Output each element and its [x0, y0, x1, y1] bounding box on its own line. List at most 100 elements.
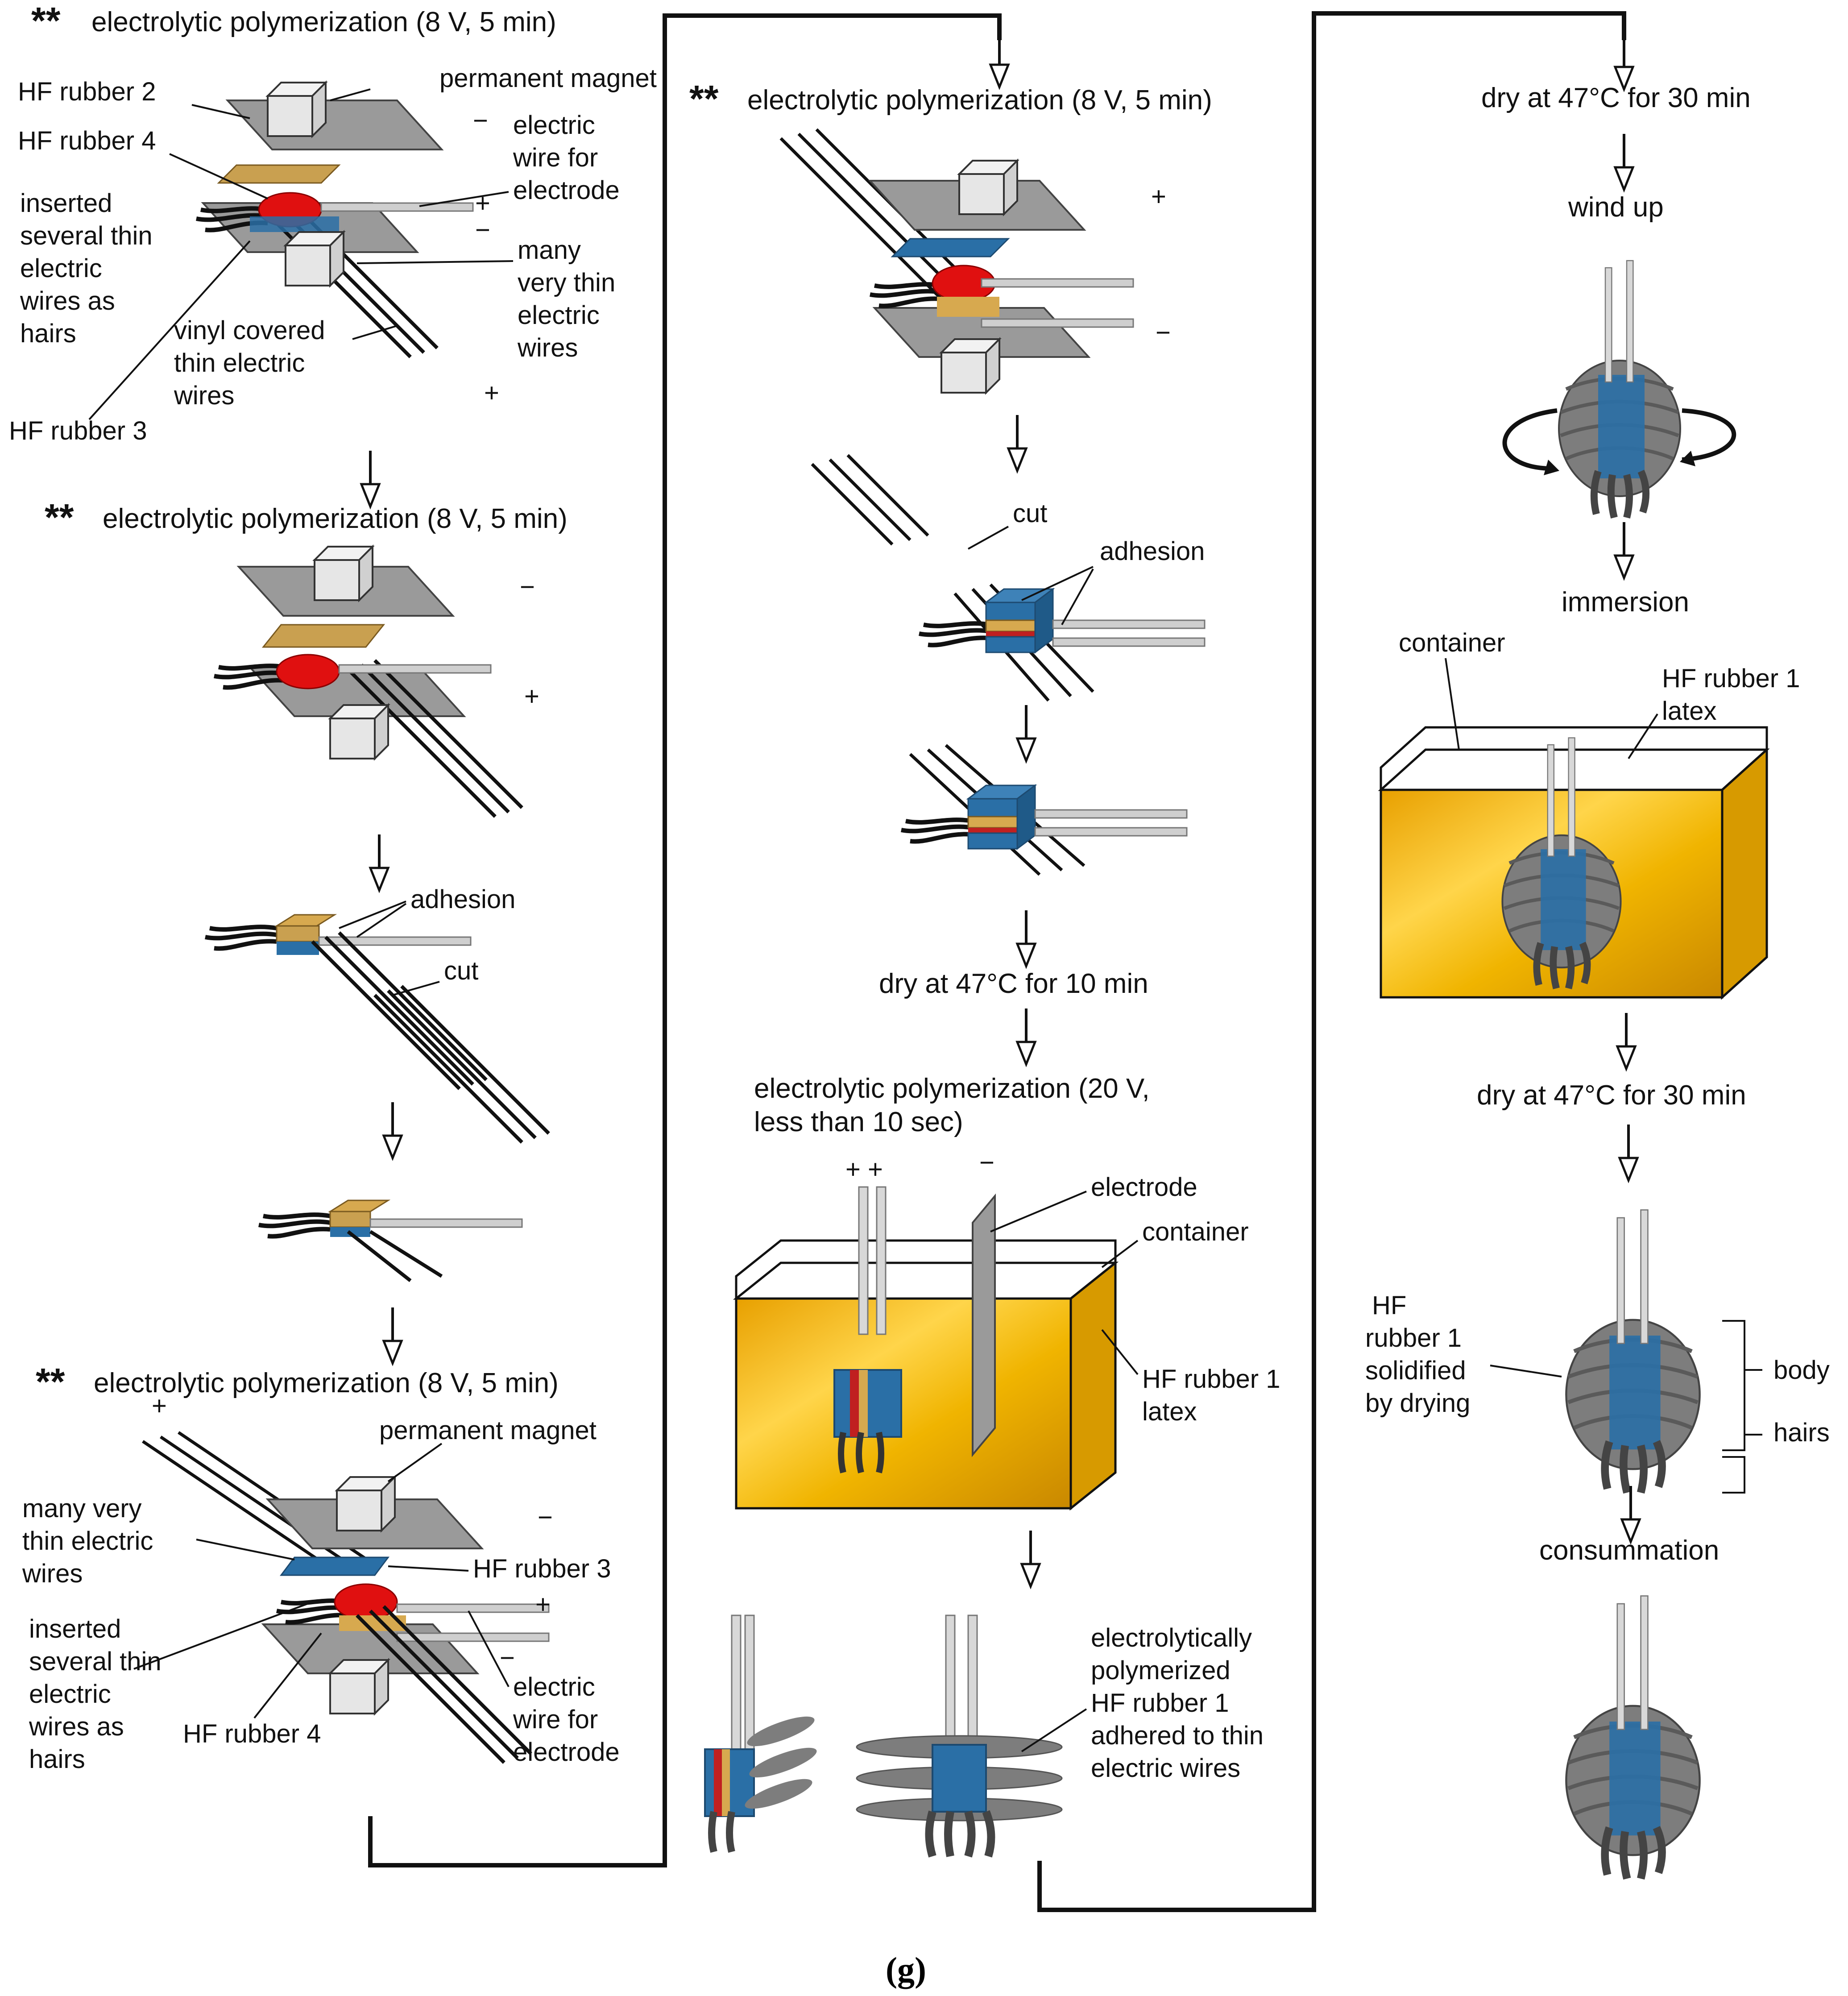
assembly-5 — [142, 1431, 550, 1763]
label-wires: wires — [517, 333, 578, 362]
flow-connector-right — [1037, 11, 1626, 1912]
flow-arrow — [384, 1307, 402, 1363]
flow-arrow — [1017, 1008, 1035, 1064]
label-adhesion-2: adhesion — [1100, 537, 1205, 566]
sign-plus-1: + — [475, 189, 490, 218]
label-electrode-2: electrode — [1091, 1173, 1197, 1202]
label-container-1: container — [1142, 1217, 1249, 1246]
label-latex-2: latex — [1662, 697, 1717, 726]
label-container-2: container — [1399, 628, 1505, 657]
label-polymerized: polymerized — [1091, 1656, 1231, 1685]
label-hf-rubber-1-a: HF rubber 1 — [1142, 1365, 1280, 1394]
flow-arrow — [1622, 1486, 1640, 1542]
sign-minus-2: − — [520, 573, 535, 602]
sign-minus-4: − — [1156, 318, 1171, 347]
step-ep-20v-1: electrolytic polymerization (20 V, — [754, 1073, 1150, 1104]
label-inserted-2: inserted — [29, 1614, 121, 1643]
wound-body-2 — [1566, 1210, 1699, 1493]
label-hf: HF — [1372, 1291, 1406, 1320]
sign-plus-1b: + — [484, 378, 499, 407]
label-permanent-magnet-2: permanent magnet — [379, 1416, 597, 1445]
label-permanent-magnet-1: permanent magnet — [439, 64, 657, 93]
label-electric: electric — [20, 254, 102, 283]
label-wires-as-2: wires as — [29, 1712, 124, 1741]
label-inserted: inserted — [20, 189, 112, 218]
label-many: many — [518, 236, 581, 265]
assembly-3 — [205, 914, 549, 1142]
step-marker-1: ** — [31, 0, 61, 41]
sign-minus-1: − — [473, 106, 488, 135]
label-electric-2: electric — [518, 301, 600, 330]
label-electric-wire-1a: electric — [513, 111, 595, 140]
step-marker-2: ** — [45, 496, 74, 538]
label-electric-wire-2b: wire for — [513, 1705, 598, 1734]
flow-arrow — [361, 451, 379, 506]
label-adhesion-1: adhesion — [410, 885, 515, 914]
label-solidified: solidified — [1365, 1356, 1466, 1385]
flow-arrow — [1022, 1531, 1040, 1586]
sign-plus-2: + — [524, 682, 539, 711]
label-electric-wire-1c: electrode — [513, 176, 620, 205]
step-dry-30-2: dry at 47°C for 30 min — [1477, 1080, 1746, 1111]
flow-arrow — [1615, 522, 1633, 578]
wound-body-3 — [1566, 1596, 1699, 1879]
flow-arrow — [370, 834, 388, 890]
flow-arrow — [1620, 1125, 1637, 1180]
assembly-8 — [901, 744, 1188, 876]
flow-arrow — [1008, 415, 1026, 471]
electropolymerization-tank — [733, 1186, 1119, 1511]
assembly-4 — [259, 1199, 523, 1282]
label-electric-3: electric — [29, 1680, 111, 1709]
label-adhered-to-thin: adhered to thin — [1091, 1721, 1264, 1750]
sign-plus-4: + — [1151, 182, 1166, 211]
figure-caption: (g) — [886, 1950, 926, 1989]
label-electric-wires-full: electric wires — [1091, 1754, 1240, 1783]
label-wires-3: wires — [22, 1559, 83, 1588]
step-dry-30-1: dry at 47°C for 30 min — [1481, 83, 1751, 113]
step-marker-3: ** — [36, 1361, 65, 1403]
label-wires-as: wires as — [20, 286, 115, 315]
label-hf-rubber-4: HF rubber 4 — [18, 126, 156, 155]
step-ep-3: electrolytic polymerization (8 V, 5 min) — [94, 1368, 559, 1398]
step-dry-10: dry at 47°C for 10 min — [879, 968, 1148, 999]
label-by-drying: by drying — [1365, 1389, 1470, 1418]
bracket-body — [1722, 1320, 1745, 1451]
step-ep-20v-2: less than 10 sec) — [754, 1107, 963, 1137]
label-electric-wire-2a: electric — [513, 1672, 595, 1701]
label-electrolytically: electrolytically — [1091, 1623, 1252, 1652]
label-hairs: hairs — [20, 319, 76, 348]
assembly-2 — [214, 546, 522, 817]
label-several-thin-2: several thin — [29, 1647, 162, 1676]
flow-arrow — [990, 31, 1008, 87]
label-several-thin: several thin — [20, 221, 153, 250]
sign-minus-1b: − — [475, 216, 490, 245]
flow-arrow — [1617, 1013, 1635, 1069]
label-hairs-2: hairs — [29, 1745, 85, 1774]
bracket-hairs — [1722, 1456, 1745, 1494]
label-vinyl-covered: vinyl covered — [174, 316, 325, 345]
label-hairs-3: hairs — [1773, 1418, 1830, 1447]
assembly-9 — [704, 1614, 1063, 1858]
step-consummation: consummation — [1539, 1535, 1719, 1566]
assembly-6 — [779, 128, 1134, 394]
flow-arrow — [384, 1102, 402, 1158]
label-body: body — [1773, 1356, 1830, 1385]
label-electric-wire-1b: wire for — [513, 143, 598, 172]
label-cut-2: cut — [1013, 499, 1047, 528]
sign-plus-3b: + — [535, 1590, 551, 1619]
step-ep-2: electrolytic polymerization (8 V, 5 min) — [103, 503, 568, 534]
label-hf-rubber-1-b: HF rubber 1 — [1091, 1689, 1229, 1718]
label-hf-rubber-4-b: HF rubber 4 — [183, 1719, 321, 1748]
label-electric-wire-2c: electrode — [513, 1738, 620, 1767]
wound-body-1 — [1502, 261, 1736, 518]
sign-minus-5: − — [979, 1148, 994, 1177]
label-hf-rubber-3-b: HF rubber 3 — [473, 1554, 611, 1583]
label-latex-1: latex — [1142, 1397, 1197, 1426]
label-wires-2: wires — [174, 381, 234, 410]
step-ep-4: electrolytic polymerization (8 V, 5 min) — [747, 85, 1212, 116]
label-rubber-1: rubber 1 — [1365, 1324, 1462, 1353]
step-marker-4: ** — [689, 78, 719, 120]
flow-connector-left — [368, 13, 1002, 1867]
label-very-thin: very thin — [518, 268, 615, 297]
step-ep-1: electrolytic polymerization (8 V, 5 min) — [91, 7, 556, 37]
